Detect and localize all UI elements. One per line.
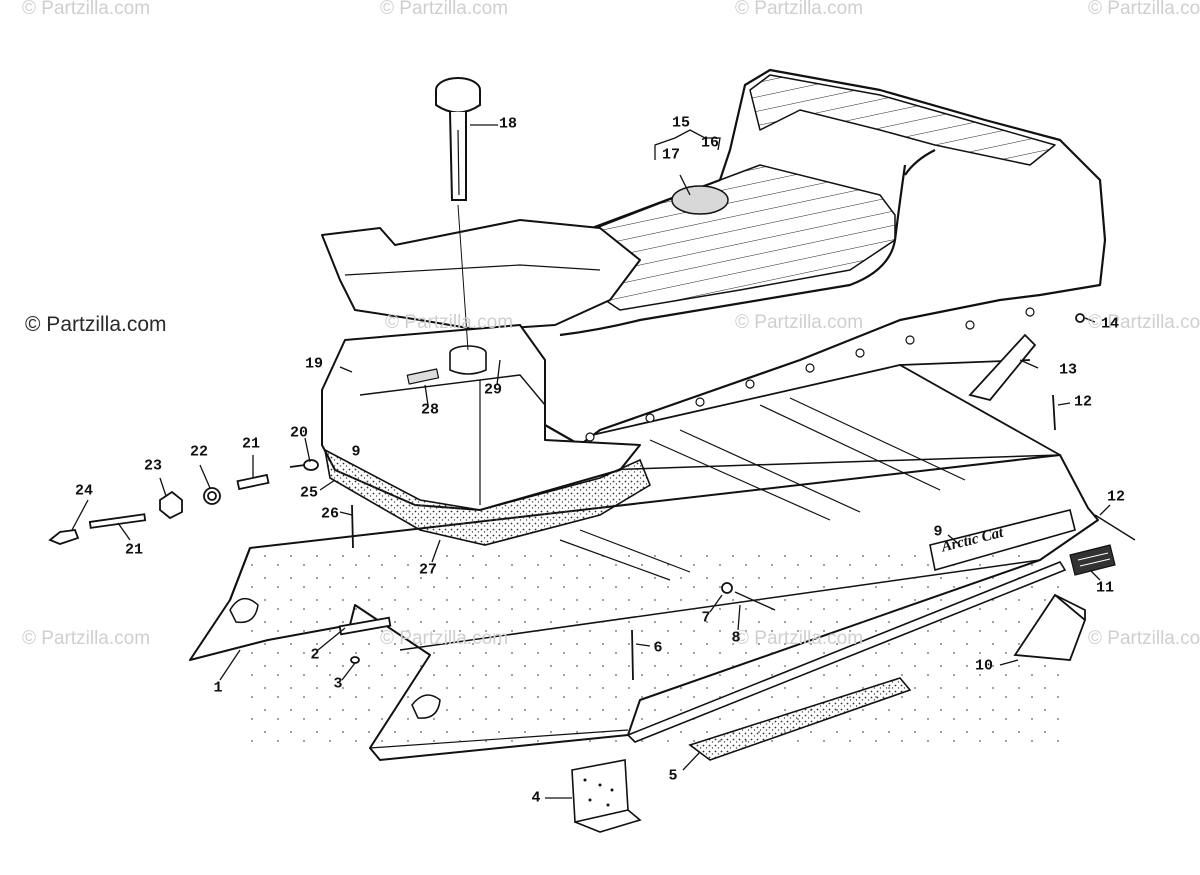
watermark: © Partzilla.com	[1088, 312, 1200, 333]
callout-22[interactable]: 22	[189, 443, 209, 461]
fuel-gauge	[435, 77, 481, 351]
callout-13[interactable]: 13	[1058, 361, 1078, 379]
brand-decal	[929, 509, 1076, 572]
watermark: © Partzilla.com	[22, 0, 151, 19]
callout-24[interactable]: 24	[74, 482, 94, 500]
watermark: © Partzilla.com	[735, 628, 864, 649]
callout-1[interactable]: 1	[213, 679, 223, 697]
callout-23[interactable]: 23	[143, 457, 163, 475]
callout-2[interactable]: 2	[310, 646, 320, 664]
callout-14[interactable]: 14	[1100, 315, 1120, 333]
running-board-pad	[688, 677, 912, 761]
callout-28[interactable]: 28	[420, 401, 440, 419]
seat-assembly	[518, 68, 1107, 447]
callout-7[interactable]: 7	[701, 609, 711, 627]
watermark: © Partzilla.com	[1088, 0, 1200, 19]
console-panel	[321, 219, 641, 331]
belly-pan	[189, 397, 1099, 761]
callout-3[interactable]: 3	[333, 675, 343, 693]
callout-10[interactable]: 10	[974, 657, 994, 675]
callout-20[interactable]: 20	[289, 424, 309, 442]
callout-19[interactable]: 19	[304, 355, 324, 373]
callout-18[interactable]: 18	[498, 115, 518, 133]
watermark-primary: © Partzilla.com	[25, 313, 167, 336]
fuel-line-parts	[48, 459, 319, 545]
watermark: © Partzilla.com	[1088, 628, 1200, 649]
callout-25[interactable]: 25	[299, 484, 319, 502]
callout-5[interactable]: 5	[668, 767, 678, 785]
callout-9-tank[interactable]: 9	[351, 443, 361, 461]
callout-9-decal[interactable]: 9	[933, 523, 943, 541]
callout-4[interactable]: 4	[531, 789, 541, 807]
callout-21-upper[interactable]: 21	[241, 435, 261, 453]
watermark: © Partzilla.com	[380, 0, 509, 19]
callout-27[interactable]: 27	[418, 561, 438, 579]
watermark: © Partzilla.com	[735, 0, 864, 19]
reflector	[1069, 544, 1116, 576]
callout-21-lower[interactable]: 21	[124, 541, 144, 559]
bracket-10	[1013, 593, 1087, 661]
callout-17[interactable]: 17	[661, 146, 681, 164]
fuel-tank	[321, 324, 641, 511]
callout-15[interactable]: 15	[671, 114, 691, 132]
watermark: © Partzilla.com	[380, 628, 509, 649]
mounting-plate	[571, 759, 642, 833]
seat-emblem-icon	[671, 185, 729, 215]
bracket-13	[968, 333, 1037, 402]
watermark: © Partzilla.com	[385, 312, 514, 333]
watermark: © Partzilla.com	[22, 628, 151, 649]
callout-8[interactable]: 8	[731, 629, 741, 647]
watermark: © Partzilla.com	[735, 312, 864, 333]
callout-26[interactable]: 26	[320, 505, 340, 523]
callout-6[interactable]: 6	[653, 639, 663, 657]
callout-29[interactable]: 29	[483, 381, 503, 399]
leader-lines	[71, 124, 1111, 799]
tank-foam-pad	[323, 448, 651, 546]
callout-16[interactable]: 16	[700, 134, 720, 152]
callout-11[interactable]: 11	[1095, 579, 1115, 597]
callout-12-lower[interactable]: 12	[1106, 488, 1126, 506]
callout-12-upper[interactable]: 12	[1073, 393, 1093, 411]
hardware	[338, 313, 1136, 681]
rear-bar	[626, 561, 1067, 743]
